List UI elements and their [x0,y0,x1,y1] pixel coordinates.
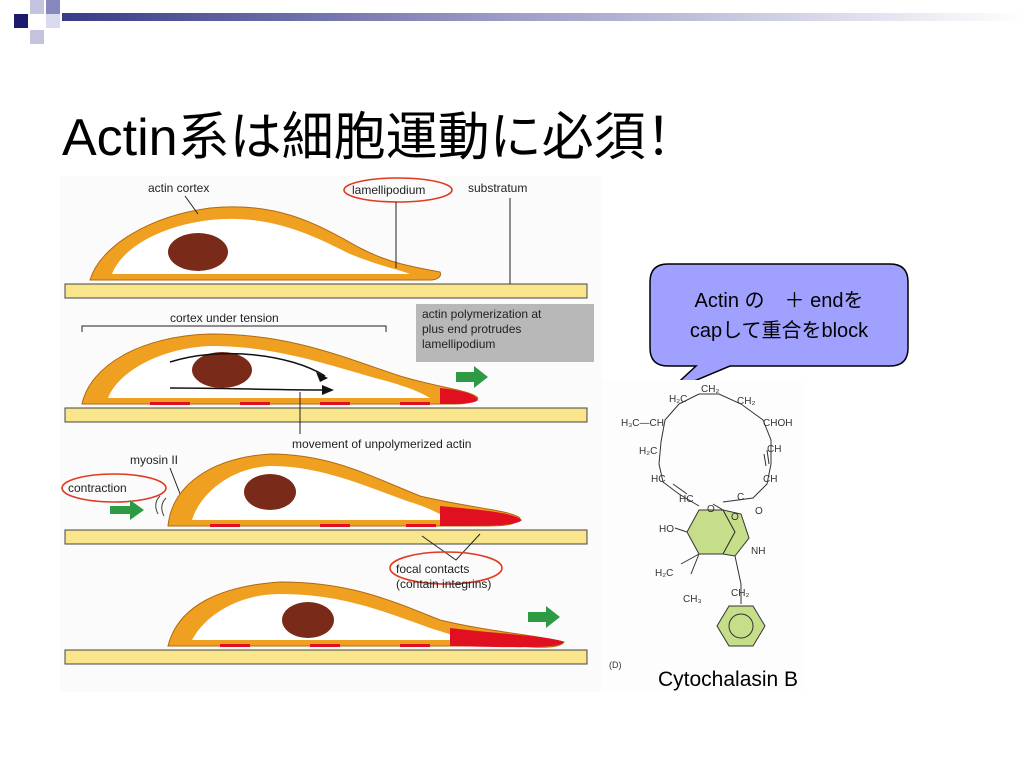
label-focal-2: (contain integrins) [396,577,491,591]
cytochalasin-structure: H₂C CH₂ CH₂ H₃C—CH CHOH H₂C CH HC CH HC … [603,380,803,692]
cell-cytoplasm [108,346,430,398]
atom-label: CH₂ [701,384,719,395]
nucleus [192,352,252,388]
highlight-circle [389,551,503,585]
benzene-ring [716,605,766,647]
atom-label: H₂C [639,446,657,457]
atom-label: CHOH [763,418,792,429]
migration-arrow [528,606,560,628]
callout-line-2: capして重合をblock [689,320,869,342]
atom-label: H₂C [669,394,687,405]
label-actin-cortex: actin cortex [148,181,209,195]
label-contraction: contraction [68,481,127,495]
callout-line-1: Actin の ＋ endを [694,290,864,312]
deco-square [14,14,28,28]
highlight-circle [343,177,453,203]
highlight-circle [61,473,167,503]
atom-label: O [731,512,739,523]
label-myosin: myosin II [130,453,178,467]
callout-text: Actin の ＋ endを capして重合をblock [650,286,908,346]
label-poly-1: actin polymerization at [422,307,542,321]
label-poly-3: lamellipodium [422,337,495,351]
callout-bubble [649,263,909,393]
atom-label: HC [651,474,665,485]
atom-label: CH₂ [731,588,749,599]
cell-migration-figure: actin cortex lamellipodium substratum co… [60,176,602,692]
protrusion-arrow [456,366,488,388]
label-cortex-tension: cortex under tension [170,311,279,325]
atom-label: CH₂ [737,396,755,407]
atom-label: CH₃ [683,594,702,605]
atom-label: O [755,506,763,517]
atom-label: H₂C [655,568,673,579]
label-lamellipodium: lamellipodium [352,183,425,197]
atom-label: CH [767,444,781,455]
nucleus [282,602,334,638]
deco-square [46,14,60,28]
substrate-bar [64,407,588,423]
lamellipodium-actin [440,388,478,404]
label-movement: movement of unpolymerized actin [292,437,471,451]
slide-title: Actin系は細胞運動に必須！ [62,109,698,167]
atom-label: NH [751,546,765,557]
label-focal-1: focal contacts [396,562,469,576]
substrate-bar [64,649,588,665]
substrate-bar [64,283,588,299]
deco-square [30,0,44,14]
atom-label: HC [679,494,693,505]
lamellipodium-actin [440,506,522,526]
nucleus [244,474,296,510]
polymerization-box [416,304,594,362]
atom-label: CH [763,474,777,485]
label-poly-2: plus end protrudes [422,322,521,336]
deco-square [30,30,44,44]
header-bar [62,13,1024,21]
substrate-bar [64,529,588,545]
structure-caption: Cytochalasin B [658,668,799,691]
panel-label: (D) [609,660,622,670]
deco-square [46,0,60,14]
atom-label: C [737,492,744,503]
contraction-arrow [110,500,144,520]
atom-label: O [707,504,715,515]
atom-label: H₃C—CH [621,418,664,429]
header-decoration [14,0,1024,44]
atom-label: HO [659,524,674,535]
lamellipodium-actin [450,628,564,648]
nucleus [168,233,228,271]
label-substratum: substratum [468,181,527,195]
